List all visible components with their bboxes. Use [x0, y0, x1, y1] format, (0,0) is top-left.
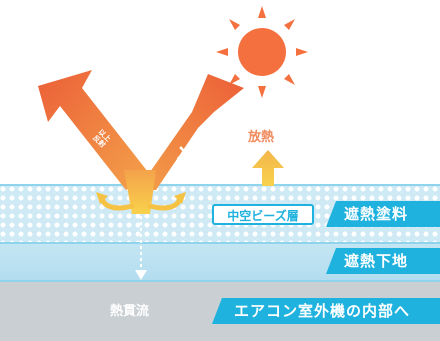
coating-layer-tag: 遮熱塗料: [326, 201, 440, 227]
hollow-bead-layer-label: 中空ビーズ層: [212, 204, 314, 225]
swirl-right-tip: [174, 192, 186, 204]
heat-stem: [124, 170, 156, 214]
heat-release-arrow: [252, 150, 284, 186]
sun-icon: [216, 6, 308, 98]
solar-heat-arrow: [126, 74, 244, 190]
reflection-arrow: [38, 70, 148, 190]
swirl-left-tip: [96, 192, 108, 204]
heat-release-label: 放熱: [248, 130, 275, 145]
interior-layer-tag: エアコン室外機の内部へ: [212, 298, 440, 324]
heat-flow-arrow: [135, 216, 147, 280]
heat-flow-label: 熱貫流: [110, 304, 150, 319]
base-layer-tag: 遮熱下地: [326, 248, 440, 274]
